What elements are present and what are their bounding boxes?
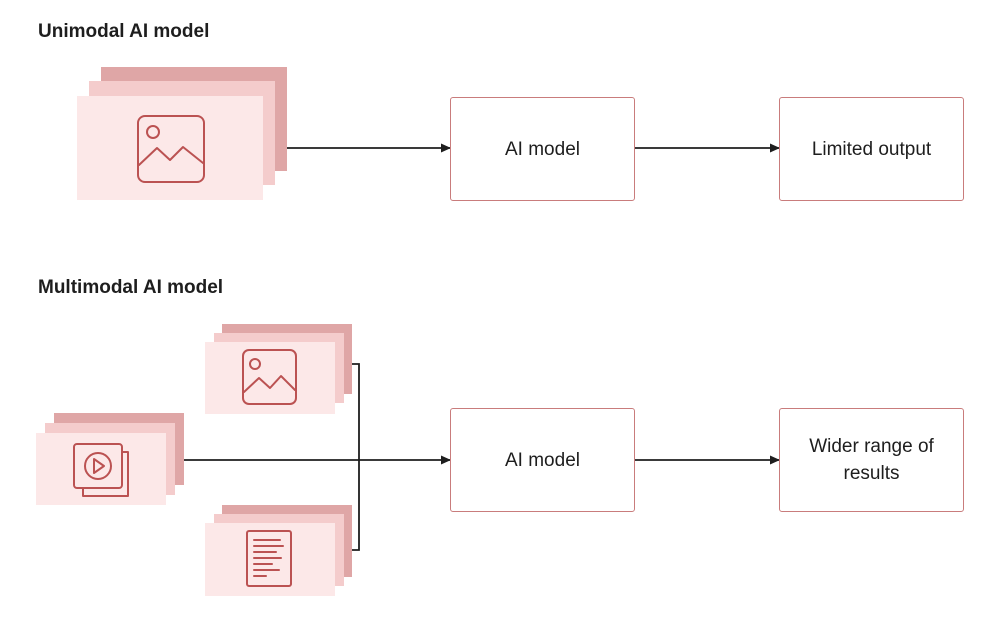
video-icon (73, 443, 129, 497)
unimodal-ai-model-box: AI model (450, 97, 635, 201)
unimodal-title: Unimodal AI model (38, 21, 210, 42)
image-icon (242, 349, 297, 405)
image-icon (137, 115, 205, 183)
multimodal-document-stack (205, 505, 352, 596)
unimodal-ai-model-label: AI model (505, 138, 580, 160)
multimodal-connectors (184, 363, 360, 551)
multimodal-image-stack (205, 324, 352, 414)
wider-range-output-label: Wider range of results (809, 436, 934, 484)
document-icon (246, 530, 292, 587)
multimodal-video-stack (36, 413, 184, 505)
limited-output-box: Limited output (779, 97, 964, 201)
multimodal-title: Multimodal AI model (38, 277, 224, 298)
limited-output-label: Limited output (811, 138, 932, 160)
unimodal-input-stack (77, 67, 287, 200)
wider-range-output-box: Wider range of results (779, 408, 964, 512)
multimodal-ai-model-label: AI model (505, 449, 580, 471)
multimodal-ai-model-box: AI model (450, 408, 635, 512)
